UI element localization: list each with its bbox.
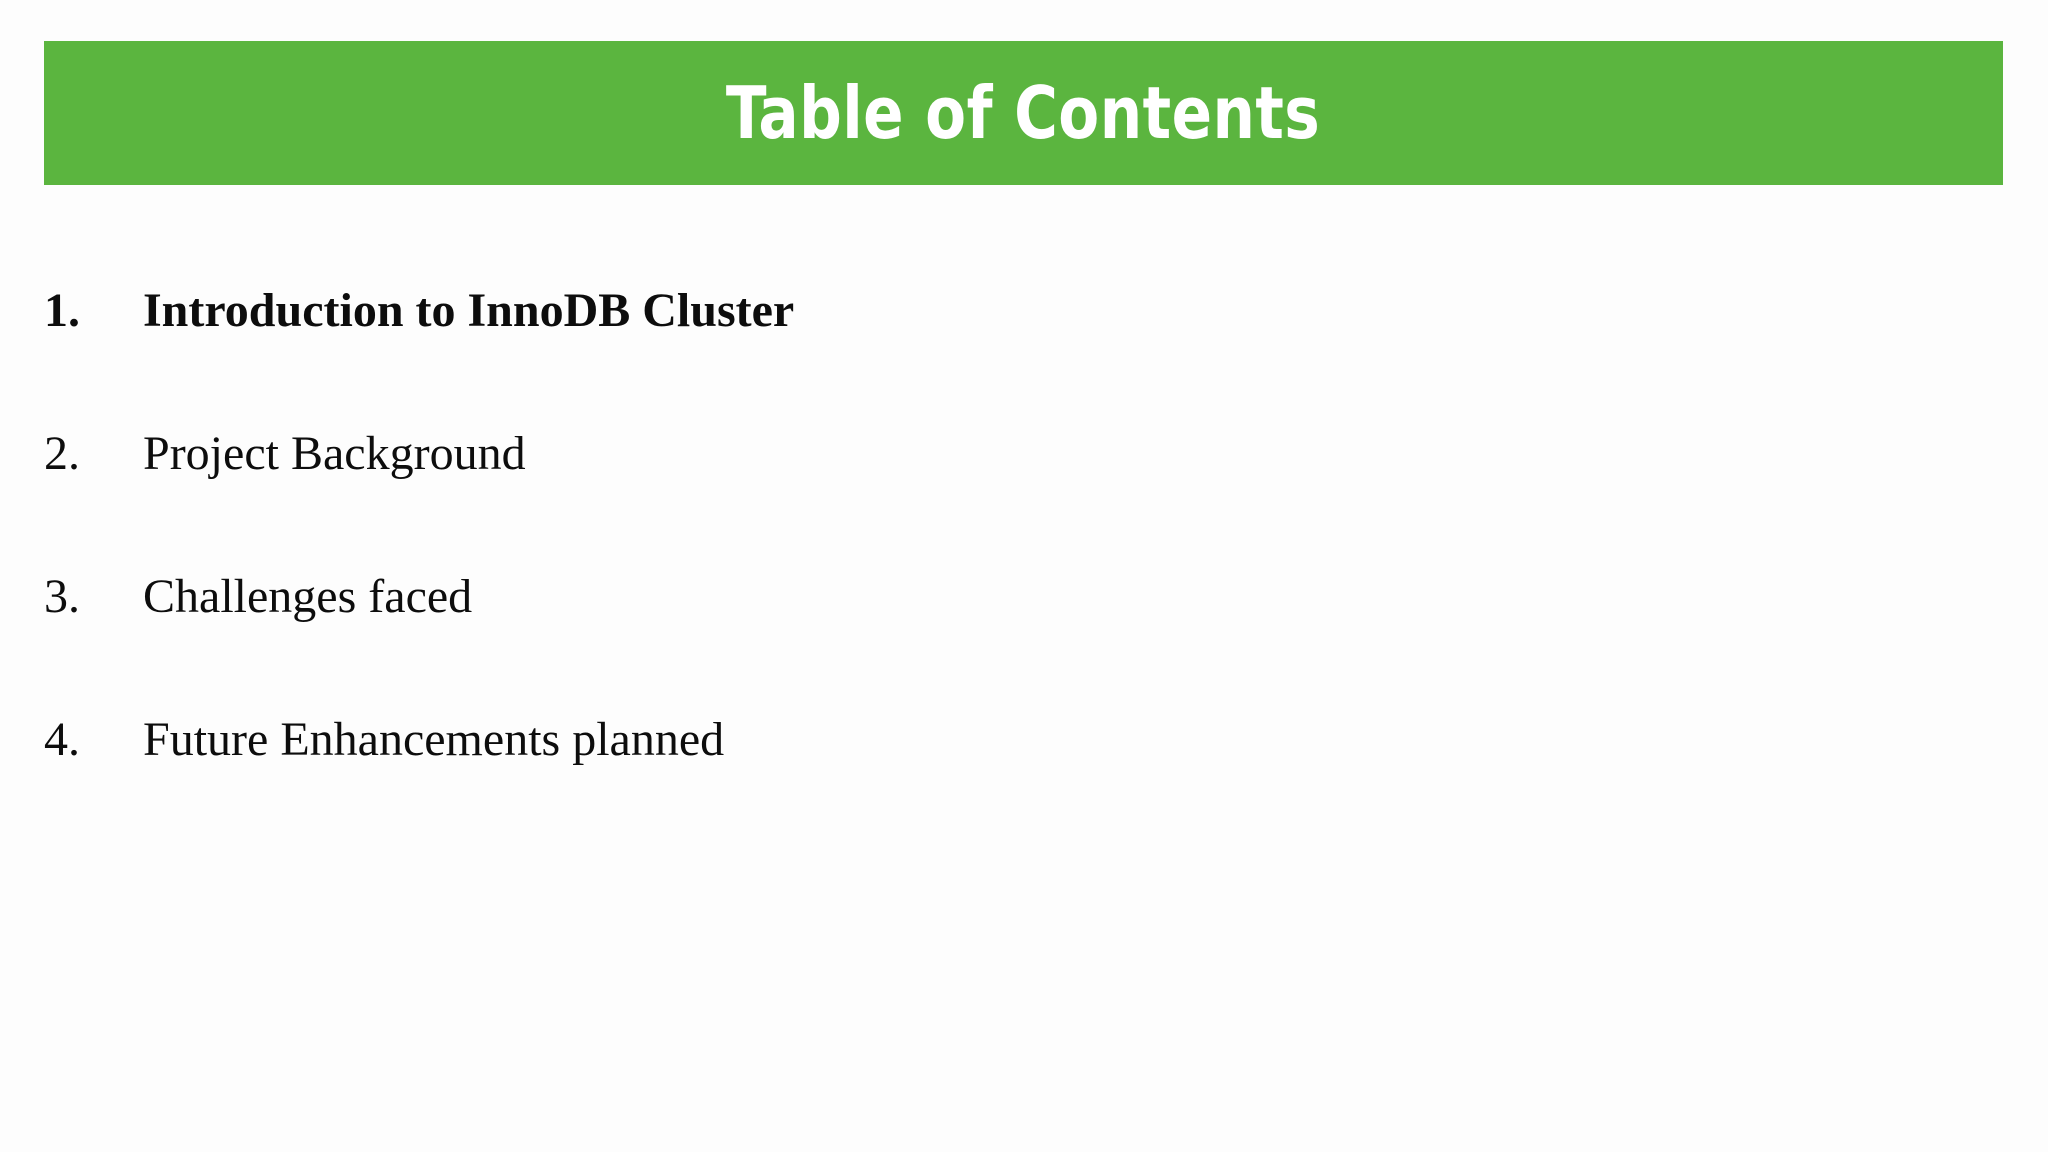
list-item-number: 3. <box>44 570 80 623</box>
list-item[interactable]: 1. Introduction to InnoDB Cluster <box>0 282 2048 425</box>
list-item-number: 1. <box>44 284 80 337</box>
list-item-number: 4. <box>44 713 80 766</box>
title-banner: Table of Contents <box>44 41 2003 185</box>
page-title: Table of Contents <box>726 71 1321 155</box>
list-item-label[interactable]: Future Enhancements planned <box>143 713 725 766</box>
table-of-contents-list: 1. Introduction to InnoDB Cluster 2. Pro… <box>0 282 2048 854</box>
list-item[interactable]: 3. Challenges faced <box>0 568 2048 711</box>
list-item-label[interactable]: Introduction to InnoDB Cluster <box>143 284 795 337</box>
list-item-label[interactable]: Challenges faced <box>143 570 473 623</box>
list-item-number: 2. <box>44 427 80 480</box>
list-item[interactable]: 2. Project Background <box>0 425 2048 568</box>
list-item[interactable]: 4. Future Enhancements planned <box>0 711 2048 854</box>
list-item-label[interactable]: Project Background <box>143 427 526 480</box>
